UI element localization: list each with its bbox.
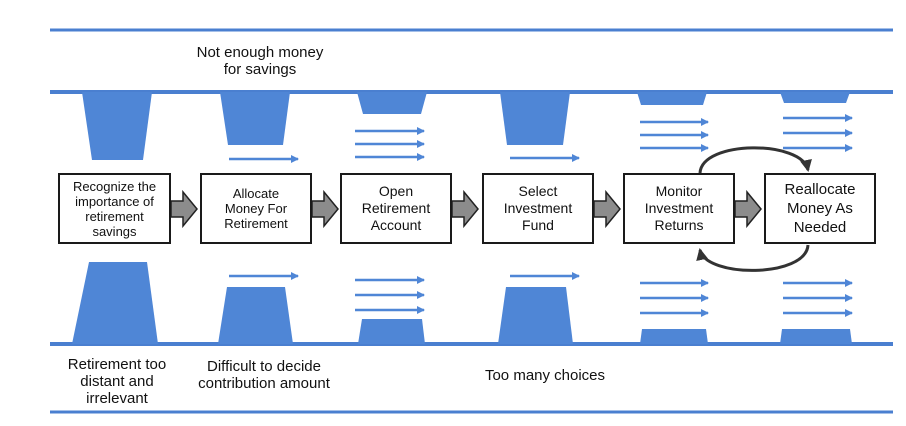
top-wedge-1 [82, 92, 152, 160]
bottom-wedge-4 [498, 287, 573, 344]
step-recognize-importance: Recognize the importance of retirement s… [58, 173, 171, 244]
step-label: Allocate Money For Retirement [224, 186, 288, 231]
bottom-note-difficult-to-decide: Difficult to decide contribution amount [198, 358, 330, 392]
step-label: Open Retirement Account [361, 183, 431, 233]
loop-arrow-bottom [696, 244, 810, 272]
bottom-wedge-5 [640, 329, 708, 344]
step-label: Monitor Investment Returns [644, 183, 714, 233]
connector-arrow-2 [311, 189, 339, 229]
step-open-account: Open Retirement Account [340, 173, 452, 244]
bottom-wedge-2 [218, 287, 293, 344]
bottom-note-too-many-choices: Too many choices [484, 367, 606, 384]
loop-arrow-top [698, 146, 812, 174]
top-wedge-6 [780, 92, 850, 103]
top-wedge-3 [357, 92, 427, 114]
step-reallocate-money: Reallocate Money As Needed [764, 173, 876, 244]
bottom-note-too-distant: Retirement too distant and irrelevant [67, 356, 167, 407]
step-label: Select Investment Fund [503, 183, 573, 233]
top-wedge-2 [220, 92, 290, 145]
step-monitor-returns: Monitor Investment Returns [623, 173, 735, 244]
step-select-fund: Select Investment Fund [482, 173, 594, 244]
top-wedge-4 [500, 92, 570, 145]
top-note-not-enough-money: Not enough money for savings [196, 44, 324, 78]
step-allocate-money: Allocate Money For Retirement [200, 173, 312, 244]
bottom-wedge-3 [358, 319, 425, 344]
bottom-wedge-6 [780, 329, 852, 344]
connector-arrow-1 [170, 189, 198, 229]
top-wedge-5 [637, 92, 707, 105]
step-label: Reallocate Money As Needed [784, 181, 856, 236]
connector-arrow-3 [451, 189, 479, 229]
connector-arrow-5 [734, 189, 762, 229]
connector-arrow-4 [593, 189, 621, 229]
bottom-wedge-1 [72, 262, 158, 344]
step-label: Recognize the importance of retirement s… [72, 178, 157, 239]
